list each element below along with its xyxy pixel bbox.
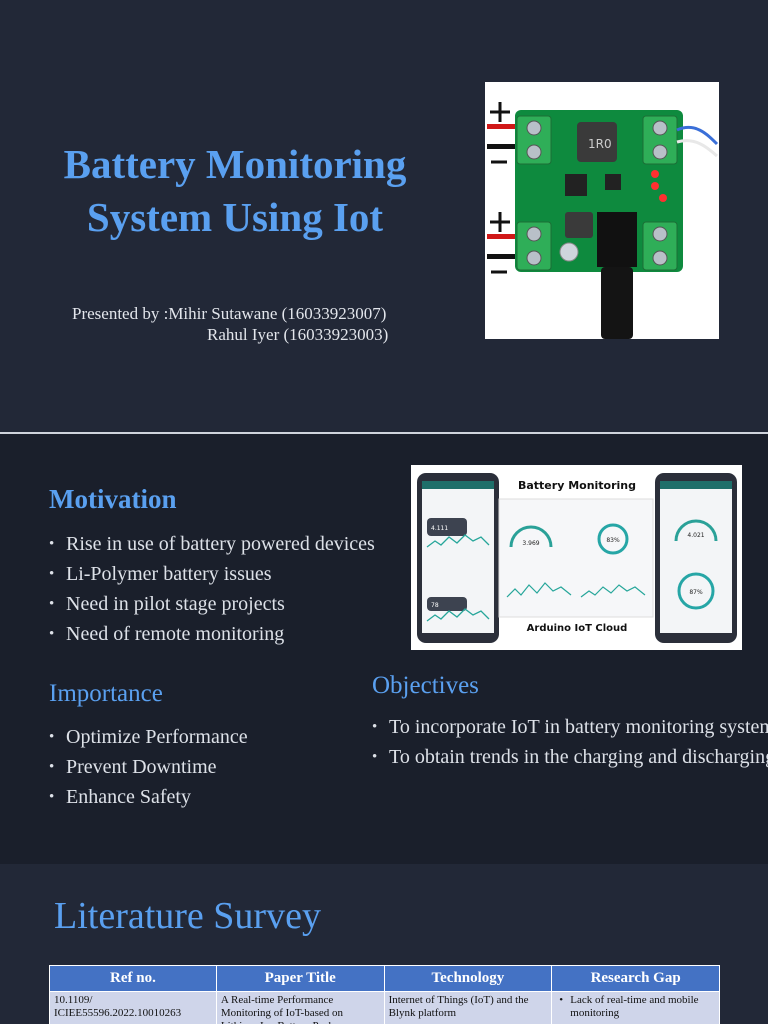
col-header-technology: Technology bbox=[383, 965, 553, 992]
motivation-heading: Motivation bbox=[49, 484, 177, 514]
pcb-illustration: 1R0 bbox=[487, 102, 719, 339]
importance-list: Optimize Performance Prevent Downtime En… bbox=[49, 722, 248, 812]
col-header-gap: Research Gap bbox=[551, 965, 720, 992]
list-item: Enhance Safety bbox=[49, 782, 248, 812]
iot-dashboard-image: 4.111 78 Battery Monitoring 3.969 83% Ar… bbox=[411, 465, 742, 650]
cell-title: A Real-time Performance Monitoring of Io… bbox=[215, 991, 385, 1024]
list-item: Need of remote monitoring bbox=[49, 619, 375, 649]
gauge-voltage-value: 3.969 bbox=[522, 540, 539, 547]
cell-ref: 10.1109/ ICIEE55596.2022.10010263 bbox=[49, 991, 217, 1024]
svg-text:1R0: 1R0 bbox=[588, 137, 612, 151]
objectives-list: To incorporate IoT in battery monitoring… bbox=[372, 712, 768, 772]
right-gauge-percent: 87% bbox=[689, 589, 703, 596]
motivation-list: Rise in use of battery powered devices L… bbox=[49, 529, 375, 649]
list-item: To obtain trends in the charging and dis… bbox=[372, 742, 768, 772]
right-gauge-voltage: 4.021 bbox=[687, 532, 704, 539]
list-item: Rise in use of battery powered devices bbox=[49, 529, 375, 559]
col-header-title: Paper Title bbox=[215, 965, 385, 992]
cell-gap: Lack of real-time and mobile monitoring bbox=[551, 991, 720, 1024]
list-item: Prevent Downtime bbox=[49, 752, 248, 782]
title-line-2: System Using Iot bbox=[86, 194, 384, 240]
slide-title: Battery Monitoring System Using Iot bbox=[40, 138, 430, 244]
gap-item: Lack of real-time and mobile monitoring bbox=[556, 994, 715, 1020]
presenter-2: Rahul Iyer (16033923003) bbox=[207, 325, 389, 344]
list-item: To incorporate IoT in battery monitoring… bbox=[372, 712, 768, 742]
literature-table: Ref no. Paper Title Technology Research … bbox=[49, 965, 720, 1024]
dashboard-footer: Arduino IoT Cloud bbox=[527, 623, 628, 634]
col-header-ref: Ref no. bbox=[49, 965, 217, 992]
dashboard-illustration: 4.111 78 Battery Monitoring 3.969 83% Ar… bbox=[417, 473, 737, 643]
cell-technology: Internet of Things (IoT) and the Blynk p… bbox=[383, 991, 553, 1024]
table-row: 10.1109/ ICIEE55596.2022.10010263 A Real… bbox=[49, 991, 720, 1024]
list-item: Need in pilot stage projects bbox=[49, 589, 375, 619]
dashboard-title: Battery Monitoring bbox=[518, 479, 636, 492]
importance-heading: Importance bbox=[49, 680, 163, 707]
slide-divider bbox=[0, 432, 768, 434]
list-item: Optimize Performance bbox=[49, 722, 248, 752]
gauge-percent-value: 83% bbox=[606, 537, 620, 544]
title-line-1: Battery Monitoring bbox=[63, 141, 407, 187]
battery-board-image: 1R0 bbox=[485, 82, 719, 339]
table-header-row: Ref no. Paper Title Technology Research … bbox=[49, 965, 720, 992]
presented-by: Presented by :Mihir Sutawane (1603392300… bbox=[72, 304, 387, 323]
objectives-heading: Objectives bbox=[372, 672, 479, 699]
phone-percent-value: 78 bbox=[431, 602, 439, 609]
literature-heading: Literature Survey bbox=[54, 895, 321, 937]
phone-voltage-value: 4.111 bbox=[431, 525, 448, 532]
list-item: Li-Polymer battery issues bbox=[49, 559, 375, 589]
